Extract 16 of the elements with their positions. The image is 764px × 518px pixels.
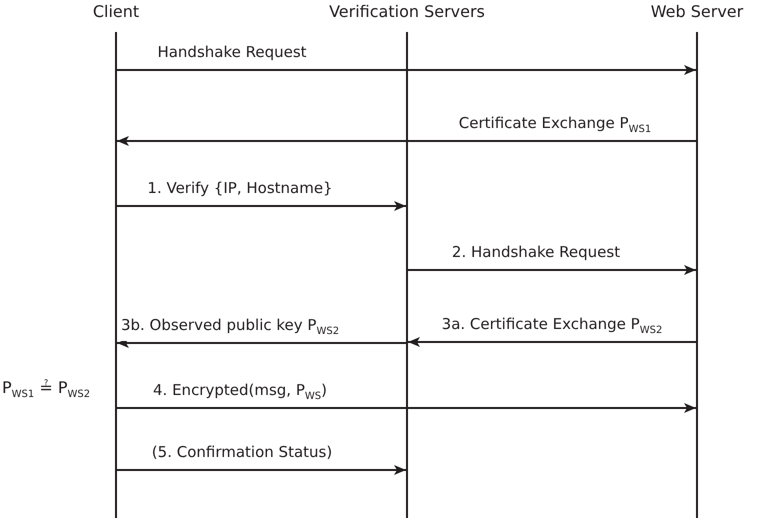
message-arrow [117, 403, 696, 413]
lifeline [696, 32, 698, 518]
participant-label: Verification Servers [329, 2, 485, 21]
lifeline [406, 32, 408, 518]
participant-label: Web Server [650, 2, 744, 21]
comparison-note: P$_{WS1}$ ≟ P$_{WS2}$ [2, 378, 90, 400]
message-arrow [408, 265, 696, 275]
message-arrow [117, 201, 406, 211]
message-arrow [117, 465, 406, 475]
message-arrow [408, 337, 696, 347]
participant-label: Client [92, 2, 140, 21]
message-arrow [117, 136, 696, 146]
edge-label: 2. Handshake Request [450, 243, 622, 261]
lifeline [115, 32, 117, 518]
edge-label: 3b. Observed public key P$_{WS2}$ [118, 316, 342, 341]
message-arrow [117, 65, 696, 75]
